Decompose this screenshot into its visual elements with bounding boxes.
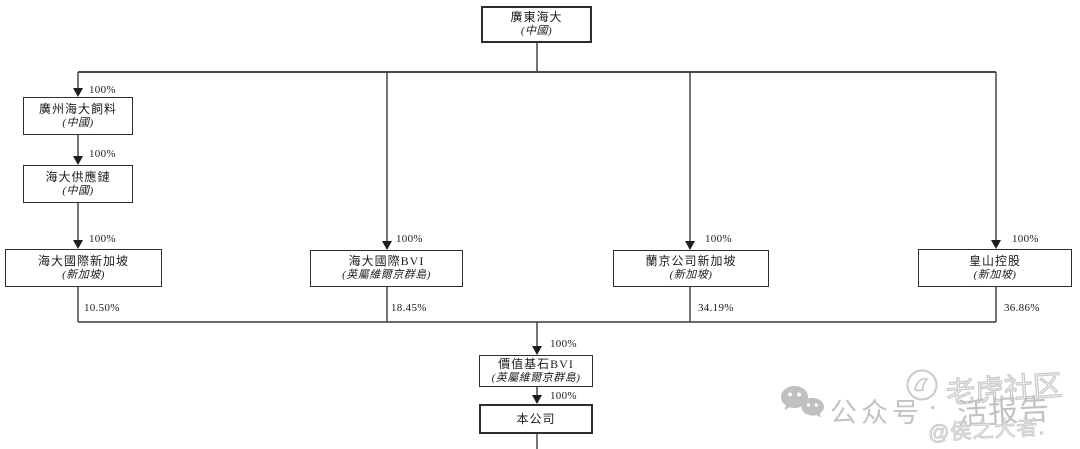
node-location: (中國): [62, 184, 94, 197]
edge-label-to-valuebvi: 100%: [550, 338, 577, 350]
node-location: (新加坡): [62, 268, 105, 281]
node-location: (中國): [62, 116, 94, 129]
edge-label-top-to-intlbvi: 100%: [396, 233, 423, 245]
node-location: (新加坡): [669, 269, 713, 282]
node-name: 海大國際新加坡: [37, 253, 129, 268]
node-location: (中國): [520, 25, 553, 38]
node-haida-intl-bvi: 海大國際BVI (英屬維爾京群島): [310, 250, 463, 287]
node-lanjing-singapore: 蘭京公司新加坡 (新加坡): [613, 250, 769, 287]
edge-label-top-to-lanjing: 100%: [705, 233, 732, 245]
edge-label-top-to-feed: 100%: [89, 84, 116, 96]
node-location: (英屬維爾京群島): [491, 371, 581, 384]
edge-label-valuebvi-to-co: 100%: [550, 390, 577, 402]
node-location: (英屬維爾京群島): [342, 269, 431, 282]
node-name: 海大國際BVI: [348, 254, 425, 269]
node-name: 皇山控股: [968, 253, 1021, 268]
edge-label-feed-to-supply: 100%: [89, 148, 116, 160]
node-value-cornerstone-bvi: 價值基石BVI (英屬維爾京群島): [479, 355, 593, 387]
node-haida-supply-chain: 海大供應鏈 (中國): [23, 165, 133, 203]
edge-label-top-to-huangshan: 100%: [1012, 233, 1039, 245]
arrowheads: [73, 88, 1001, 404]
node-haida-intl-singapore: 海大國際新加坡 (新加坡): [5, 249, 162, 287]
edge-label-supply-to-intlsg: 100%: [89, 233, 116, 245]
edge-label-intlbvi-stake: 18.45%: [391, 302, 427, 314]
node-location: (新加坡): [973, 268, 1017, 281]
edge-label-intlsg-stake: 10.50%: [84, 302, 120, 314]
node-name: 本公司: [516, 411, 556, 426]
node-the-company: 本公司: [479, 404, 593, 434]
edge-label-huangshan-stake: 36.86%: [1004, 302, 1040, 314]
node-name: 蘭京公司新加坡: [645, 254, 737, 269]
node-name: 廣州海大飼料: [38, 101, 117, 116]
node-name: 海大供應鏈: [45, 169, 111, 184]
node-name: 廣東海大: [510, 10, 563, 25]
edge-label-lanjing-stake: 34.19%: [698, 302, 734, 314]
node-gz-haida-feed: 廣州海大飼料 (中國): [23, 97, 133, 135]
node-gd-haida: 廣東海大 (中國): [481, 6, 592, 43]
node-name: 價值基石BVI: [498, 356, 574, 371]
node-huangshan-holdings: 皇山控股 (新加坡): [918, 249, 1072, 287]
